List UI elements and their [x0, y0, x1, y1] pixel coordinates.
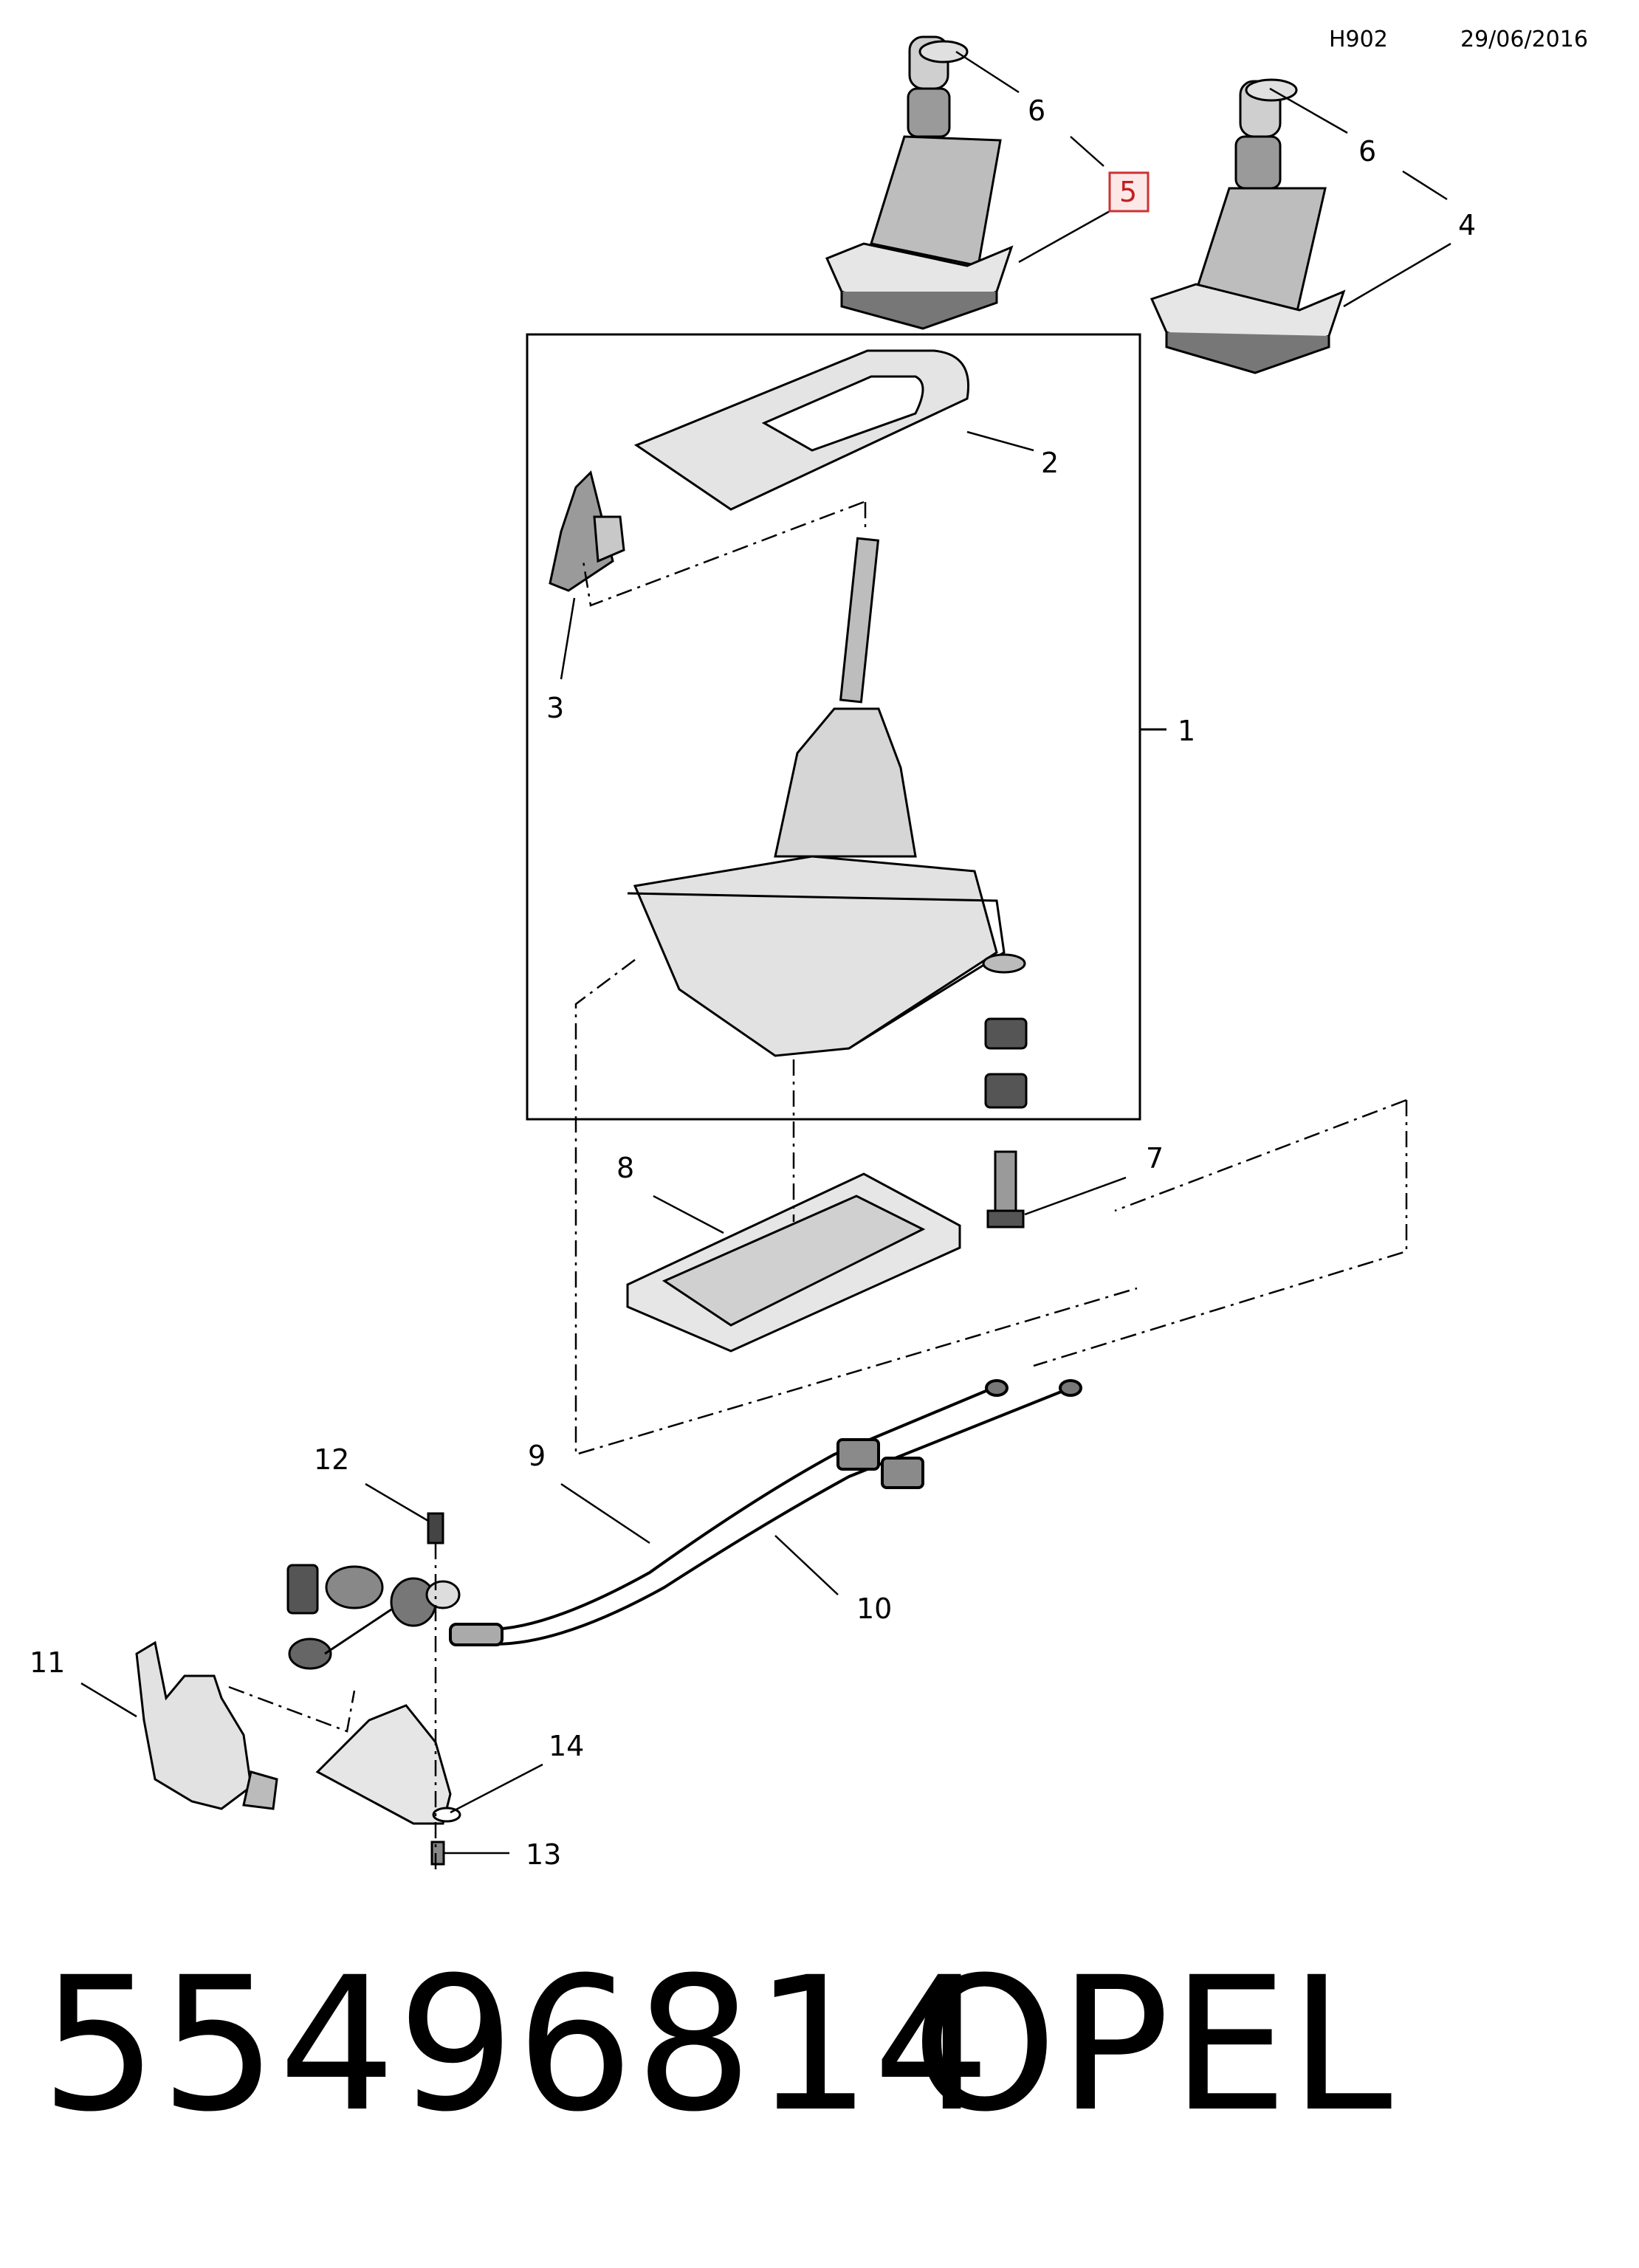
- callout-7[interactable]: 7: [1146, 1142, 1164, 1175]
- grommets-bolt-7: [982, 953, 1028, 1228]
- screw-13: [430, 1841, 445, 1866]
- trim-plate-2: [633, 349, 969, 511]
- callout-1[interactable]: 1: [1178, 715, 1195, 747]
- diagram-code: H902: [1329, 27, 1388, 52]
- shift-cables: [449, 1379, 1082, 1646]
- callout-13[interactable]: 13: [526, 1838, 561, 1871]
- callout-11[interactable]: 11: [30, 1646, 65, 1679]
- base-tray-8: [626, 1172, 961, 1353]
- callout-4[interactable]: 4: [1458, 209, 1476, 241]
- cable-ends: [286, 1564, 461, 1670]
- callout-9[interactable]: 9: [528, 1440, 546, 1472]
- bracket-11: [135, 1640, 278, 1810]
- part-number: 55496814: [41, 1937, 992, 2152]
- callout-3[interactable]: 3: [546, 692, 564, 724]
- callout-6-right[interactable]: 6: [1358, 135, 1376, 168]
- callout-10[interactable]: 10: [856, 1592, 892, 1625]
- shift-housing-1: [627, 537, 1006, 1057]
- callout-2[interactable]: 2: [1041, 447, 1059, 479]
- bracket-3: [549, 470, 625, 592]
- callout-6-left[interactable]: 6: [1028, 94, 1045, 127]
- callout-14[interactable]: 14: [549, 1730, 584, 1762]
- shift-boot-4: [1150, 78, 1346, 374]
- diagram-date: 29/06/2016: [1460, 27, 1588, 52]
- screw-12: [427, 1512, 444, 1544]
- bracket-14: [315, 1704, 461, 1825]
- callout-12[interactable]: 12: [314, 1443, 349, 1476]
- callout-5-highlight: [1108, 171, 1150, 213]
- callout-5[interactable]: 5: [1119, 176, 1137, 208]
- exploded-parts-diagram: 1 2 3 4 5 6 6 7 8 9 10 11 12 13 14: [30, 35, 1476, 1875]
- assembly-frame: [526, 333, 1141, 1121]
- brand-name: OPEL: [912, 1937, 1394, 2152]
- shift-boot-5: [825, 35, 1014, 330]
- callout-8[interactable]: 8: [616, 1152, 634, 1184]
